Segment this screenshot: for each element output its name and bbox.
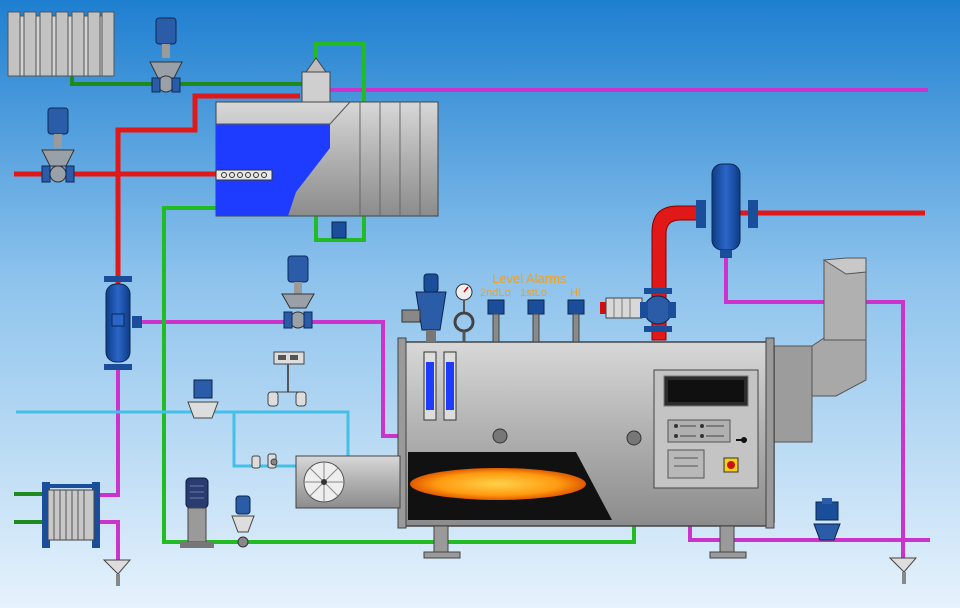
heat-exchanger-icon[interactable] <box>42 482 100 548</box>
level-switch-icon[interactable] <box>487 299 505 343</box>
heat-exchanger-connections <box>14 492 42 524</box>
blowdown-vessel[interactable] <box>104 276 142 370</box>
burner-flame <box>410 468 586 500</box>
drain-funnel-icon <box>102 559 132 586</box>
blowdown-nozzle <box>492 428 508 444</box>
boiler-stack <box>769 257 867 443</box>
tank-water <box>216 124 330 216</box>
solenoid-valve-icon[interactable] <box>187 379 219 419</box>
control-panel-icon[interactable] <box>653 369 759 489</box>
tank-heater-coil <box>215 169 273 181</box>
sight-glass-icon <box>423 351 457 421</box>
pressure-gauge-icon <box>453 283 475 342</box>
pump-icon[interactable] <box>180 477 214 548</box>
control-valve-icon[interactable] <box>149 17 183 93</box>
level-switch-icon[interactable] <box>527 299 545 343</box>
steam-trap-valve-icon[interactable] <box>813 498 841 541</box>
feedwater-pressure-switch[interactable] <box>267 351 307 407</box>
level-alarms-title: Level Alarms <box>492 271 567 286</box>
panel-key-icon <box>736 437 747 443</box>
safety-valve-icon[interactable] <box>401 273 447 342</box>
control-valve-icon[interactable] <box>281 255 315 329</box>
feed-tank[interactable] <box>215 57 439 239</box>
feedwater-nozzle <box>626 430 642 446</box>
blowdown-pipes <box>100 88 930 560</box>
radiator-icon <box>7 11 115 77</box>
feedwater-valve-icon[interactable] <box>231 495 255 548</box>
control-valve-icon[interactable] <box>41 107 75 183</box>
alarm-label-2nd-lo: 2ndLo <box>480 287 511 299</box>
burner-fan-icon[interactable] <box>295 455 401 509</box>
tank-vent <box>301 57 331 103</box>
alarm-label-hi: Hi <box>570 287 580 299</box>
steam-separator-icon[interactable] <box>696 163 758 258</box>
water-valves[interactable] <box>251 453 278 469</box>
alarm-label-1st-lo: 1stLo <box>520 287 547 299</box>
tank-drain-valve-icon[interactable] <box>331 221 347 239</box>
drain-funnel-icon <box>888 557 918 584</box>
main-steam-valve-icon[interactable] <box>600 288 676 332</box>
level-switch-icon[interactable] <box>567 299 585 343</box>
boiler-supports <box>423 525 747 559</box>
